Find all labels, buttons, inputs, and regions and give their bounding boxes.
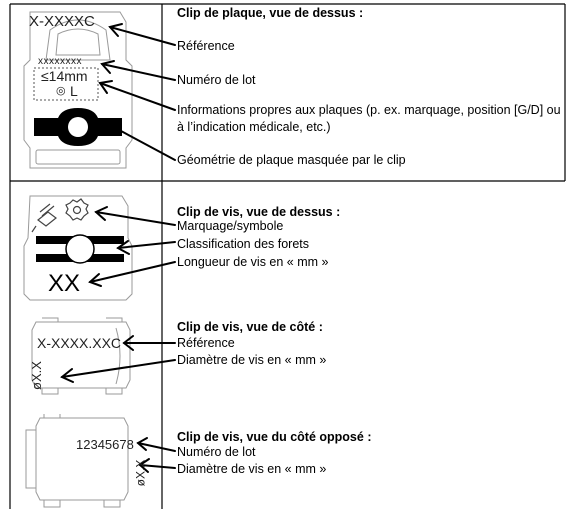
screw-side-reference-label: X-XXXX.XXC: [37, 335, 122, 351]
plate-clip-label-geometry: Géométrie de plaque masquée par le clip: [177, 153, 406, 167]
plate-size-label: ≤14mm: [41, 68, 88, 84]
screw-side-illustration: [31, 317, 131, 395]
plate-side-symbol-icon: ◎: [56, 85, 66, 97]
screw-opposite-diameter-label: øX.X: [133, 459, 148, 487]
screw-opposite-label-lot: Numéro de lot: [177, 445, 256, 459]
screw-top-label-drill: Classification des forets: [177, 237, 310, 251]
screw-icon: [31, 203, 57, 233]
screw-opposite-label-diameter: Diamètre de vis en « mm »: [177, 462, 327, 476]
plate-clip-title: Clip de plaque, vue de dessus :: [177, 6, 364, 20]
screw-side-label-diameter: Diamètre de vis en « mm »: [177, 353, 327, 367]
plate-info-box: [33, 67, 99, 101]
screw-side-label-reference: Référence: [177, 336, 235, 350]
plate-clip-label-reference: Référence: [177, 39, 235, 53]
arrows: [60, 23, 176, 473]
screw-top-label-length: Longueur de vis en « mm »: [177, 255, 329, 269]
screw-side-title: Clip de vis, vue de côté :: [177, 320, 323, 334]
plate-clip-label-info: Informations propres aux plaques (p. ex.…: [177, 103, 561, 134]
plate-side-label: L: [70, 83, 78, 99]
plate-clip-label-lot: Numéro de lot: [177, 73, 256, 87]
plate-reference-label: X-XXXXC: [29, 13, 95, 30]
screw-opposite-illustration: [25, 414, 129, 508]
screw-top-title: Clip de vis, vue de dessus :: [177, 205, 341, 219]
gear-icon: [65, 198, 89, 221]
plate-clip-illustration: [23, 11, 133, 169]
screw-opposite-lot-label: 12345678: [76, 437, 134, 452]
screw-opposite-title: Clip de vis, vue du côté opposé :: [177, 430, 372, 444]
screw-top-label-marking: Marquage/symbole: [177, 219, 284, 233]
screw-top-illustration: [23, 195, 133, 301]
screw-length-label: XX: [48, 270, 81, 297]
screw-side-diameter-label: øX.X: [28, 361, 44, 390]
plate-lot-label: xxxxxxxx: [38, 56, 82, 67]
